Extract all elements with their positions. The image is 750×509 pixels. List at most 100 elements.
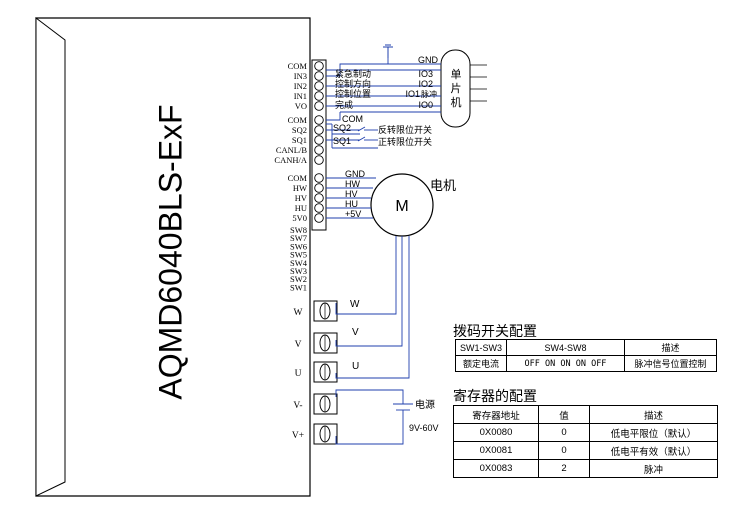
io-label-io3: IO3 [418, 69, 433, 79]
func-label-direction: 控制方向 [335, 78, 371, 89]
dip-switch-label: SW4 [290, 258, 308, 268]
terminal-label: 5V0 [292, 213, 307, 223]
ground-symbol [383, 44, 393, 58]
terminal-label: COM [288, 61, 308, 71]
table-header-cell: 描述 [624, 339, 717, 356]
phase-label-u: U [352, 361, 359, 372]
power-supply-wires [335, 389, 413, 445]
table-header-row: 寄存器地址 值 描述 [453, 405, 718, 424]
terminal-label: IN3 [294, 71, 307, 81]
terminal-screw [314, 81, 324, 91]
table-cell: 0X0081 [453, 441, 539, 460]
mcu-box [440, 49, 471, 128]
hall-label-5v: +5V [345, 209, 361, 219]
phase-label-v: V [352, 327, 359, 338]
limit-com-label: COM [342, 114, 363, 124]
terminal-screw [314, 135, 324, 145]
mcu-wires [326, 58, 441, 113]
terminal-screw [314, 71, 324, 81]
terminal-screw [314, 183, 324, 193]
table-row: 0X0081 0 低电平有效（默认） [453, 441, 718, 460]
dip-switch-label: SW7 [290, 233, 307, 243]
terminal-screw [314, 203, 324, 213]
terminal-screw [314, 61, 324, 71]
func-label-position: 控制位置 [335, 88, 371, 99]
table-cell: 低电平有效（默认） [589, 441, 718, 460]
terminal-label: SQ2 [292, 125, 307, 135]
power-terminal-label: V+ [292, 431, 304, 441]
power-terminal-label: V [295, 340, 302, 350]
hall-label-hu: HU [345, 199, 358, 209]
power-terminal: V+ [292, 423, 338, 445]
limit-sq1-label: SQ1 [333, 136, 351, 146]
power-terminal-label: W [294, 308, 303, 318]
terminal-screw [314, 101, 324, 111]
table-header-cell: 寄存器地址 [453, 405, 539, 424]
io-label-io0: IO0 [418, 100, 433, 110]
mcu-label-3: 机 [451, 95, 462, 109]
forward-limit-label: 正转限位开关 [378, 136, 432, 147]
mcu-label-1: 单 [451, 68, 462, 81]
table-header-row: SW1-SW3 SW4-SW8 描述 [455, 339, 717, 356]
dip-switch-label: SW2 [290, 274, 307, 284]
table-row: 额定电流 OFF ON ON ON OFF 脉冲信号位置控制 [455, 355, 717, 372]
terminal-screw [314, 213, 324, 223]
table-cell: 低电平限位（默认） [589, 423, 718, 442]
table-row: 0X0080 0 低电平限位（默认） [453, 423, 718, 442]
mcu-wire-labels: GND 紧急制动 IO3 控制方向 IO2 控制位置 IO1 脉冲 完成 IO0 [335, 55, 439, 110]
terminal-screw [314, 193, 324, 203]
signal-terminal-labels: COMIN3IN2IN1VOCOMSQ2SQ1CANL/BCANH/ACOMHW… [274, 61, 307, 292]
terminal-screw [314, 155, 324, 165]
table-cell: 额定电流 [455, 355, 507, 372]
table-cell: 0X0083 [453, 459, 539, 478]
table-cell: 0 [538, 441, 590, 460]
table-cell: 0X0080 [453, 423, 539, 442]
terminal-screw [314, 125, 324, 135]
dip-switch-title: 拨码开关配置 [453, 323, 537, 339]
table-cell: 脉冲 [589, 459, 718, 478]
terminal-label: COM [288, 115, 308, 125]
driver-flange [35, 16, 66, 497]
pulse-label: 脉冲 [421, 89, 437, 99]
table-row: 0X0083 2 脉冲 [453, 459, 718, 478]
terminal-label: IN1 [294, 91, 307, 101]
terminal-label: COM [288, 173, 308, 183]
io-label-io2: IO2 [418, 79, 433, 89]
terminal-label: CANH/A [274, 155, 307, 165]
func-label-done: 完成 [335, 99, 353, 110]
terminal-screw [314, 115, 324, 125]
terminal-label: CANL/B [276, 145, 308, 155]
table-header-cell: 描述 [589, 405, 718, 424]
terminal-label: HV [295, 193, 308, 203]
func-label-emergency: 紧急制动 [335, 68, 371, 79]
hall-label-hv: HV [345, 189, 358, 199]
terminal-label: IN2 [294, 81, 307, 91]
terminal-label: VO [295, 101, 307, 111]
hall-sensor-wires [326, 177, 376, 219]
table-cell: OFF ON ON ON OFF [506, 355, 625, 372]
table-cell: 0 [538, 423, 590, 442]
driver-model: AQMD6040BLS-ExF [152, 104, 188, 399]
table-header-cell: 值 [538, 405, 590, 424]
motor-title: 电机 [430, 178, 456, 193]
power-terminal-label: V- [293, 401, 302, 411]
dip-switch-label: SW5 [290, 250, 307, 260]
power-terminal-label: U [295, 369, 302, 379]
power-terminal: U [295, 361, 338, 383]
register-title: 寄存器的配置 [453, 388, 537, 404]
terminal-screw [314, 91, 324, 101]
limit-switch-wires [326, 112, 378, 149]
mcu-gnd-label: GND [418, 55, 439, 65]
phase-label-w: W [350, 299, 360, 310]
mcu-output-lines [470, 64, 487, 102]
motor-symbol-letter: M [395, 198, 408, 215]
dip-switch-label: SW1 [290, 282, 307, 292]
table-cell: 2 [538, 459, 590, 478]
power-supply-label: 电源 [415, 398, 435, 411]
power-terminal-blocks: W V U V- V+ [292, 300, 338, 445]
limit-sq2-label: SQ2 [333, 123, 351, 133]
dip-switch-label: SW8 [290, 225, 307, 235]
terminal-screw [314, 145, 324, 155]
signal-terminal-screws [314, 61, 324, 223]
